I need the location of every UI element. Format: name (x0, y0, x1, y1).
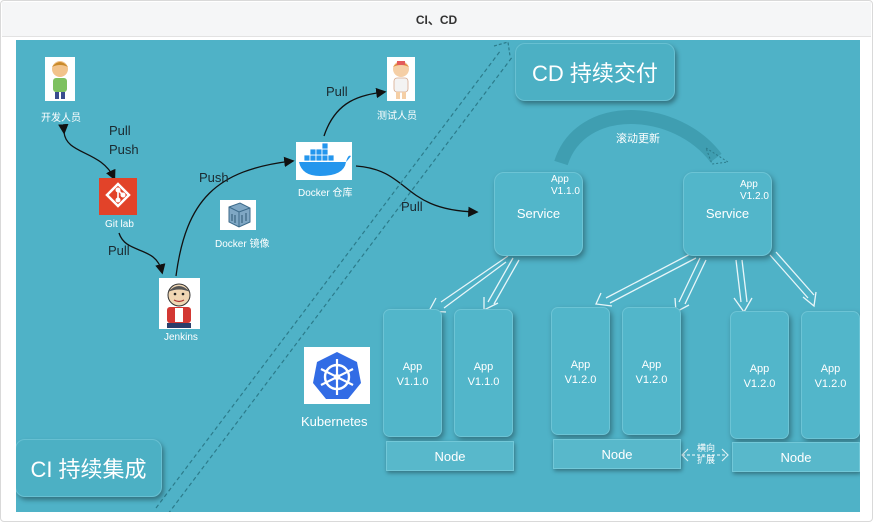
kubernetes-label: Kubernetes (301, 414, 368, 429)
service-label: Service (516, 206, 561, 221)
arrow-svc2-pod4 (678, 257, 707, 305)
pull-label-dev: Pull (109, 123, 131, 138)
node-bar: Node (386, 441, 514, 471)
jenkins-label: Jenkins (164, 332, 198, 343)
pod-box: App V1.2.0 (801, 311, 860, 439)
arrow-svc1-pod1 (440, 255, 509, 309)
pod-box: App V1.1.0 (383, 309, 442, 437)
arrow-gitlab-jenkins (118, 232, 166, 275)
service-box-v110: App V1.1.0 Service (494, 172, 583, 256)
tester-avatar-icon (387, 57, 415, 101)
arrow-docker-tester (323, 87, 387, 137)
gitlab-label: Git lab (105, 219, 134, 230)
pod-box: App V1.2.0 (730, 311, 789, 439)
kubernetes-icon (304, 347, 370, 404)
horizontal-scale-label-2: 扩展 (697, 455, 716, 465)
push-label-jenkins: Push (199, 170, 229, 185)
service-label: Service (705, 206, 750, 221)
jenkins-icon (159, 278, 200, 329)
developer-label: 开发人员 (41, 113, 81, 124)
rolling-update-arc (554, 110, 722, 166)
service-version-label: V1.2.0 (740, 191, 769, 202)
service-box-v120: App V1.2.0 Service (683, 172, 772, 256)
pod-box: App V1.2.0 (551, 307, 610, 435)
push-label-dev: Push (109, 142, 139, 157)
docker-repo-label: Docker 仓库 (298, 188, 353, 199)
window-title: CI、CD (415, 13, 458, 27)
gitlab-icon (99, 178, 137, 215)
ci-cd-divider (155, 49, 502, 509)
node-bar: Node (732, 442, 860, 472)
pull-label-service: Pull (401, 199, 423, 214)
arrow-svc2-pod6 (769, 251, 815, 299)
arrow-svc2-pod3 (605, 251, 697, 304)
tester-label: 测试人员 (377, 111, 417, 122)
arrow-svc2-pod5 (735, 259, 748, 303)
pod-box: App V1.1.0 (454, 309, 513, 437)
developer-avatar-icon (45, 57, 75, 101)
service-version-label: V1.1.0 (551, 186, 580, 197)
pull-label-gitlab: Pull (108, 243, 130, 258)
cd-section-title: CD 持续交付 (515, 43, 675, 101)
arrow-dev-gitlab (58, 123, 116, 181)
title-bar: CI、CD (2, 2, 871, 37)
arrow-docker-service (355, 165, 479, 217)
ci-section-title: CI 持续集成 (16, 439, 162, 497)
docker-repo-icon (296, 142, 352, 180)
pod-box: App V1.2.0 (622, 307, 681, 435)
node-bar: Node (553, 439, 681, 469)
service-app-label: App (551, 174, 569, 185)
rolling-update-label: 滚动更新 (616, 133, 660, 145)
arrow-jenkins-docker (175, 156, 295, 277)
docker-image-icon (220, 200, 256, 230)
pull-label-tester: Pull (326, 84, 348, 99)
horizontal-scale-label-1: 横向 (697, 443, 716, 453)
service-app-label: App (740, 179, 758, 190)
diagram-canvas: 开发人员 Pull Push Git lab Pull (16, 40, 860, 512)
arrow-svc1-pod2 (487, 257, 520, 305)
docker-image-label: Docker 镜像 (215, 239, 270, 250)
